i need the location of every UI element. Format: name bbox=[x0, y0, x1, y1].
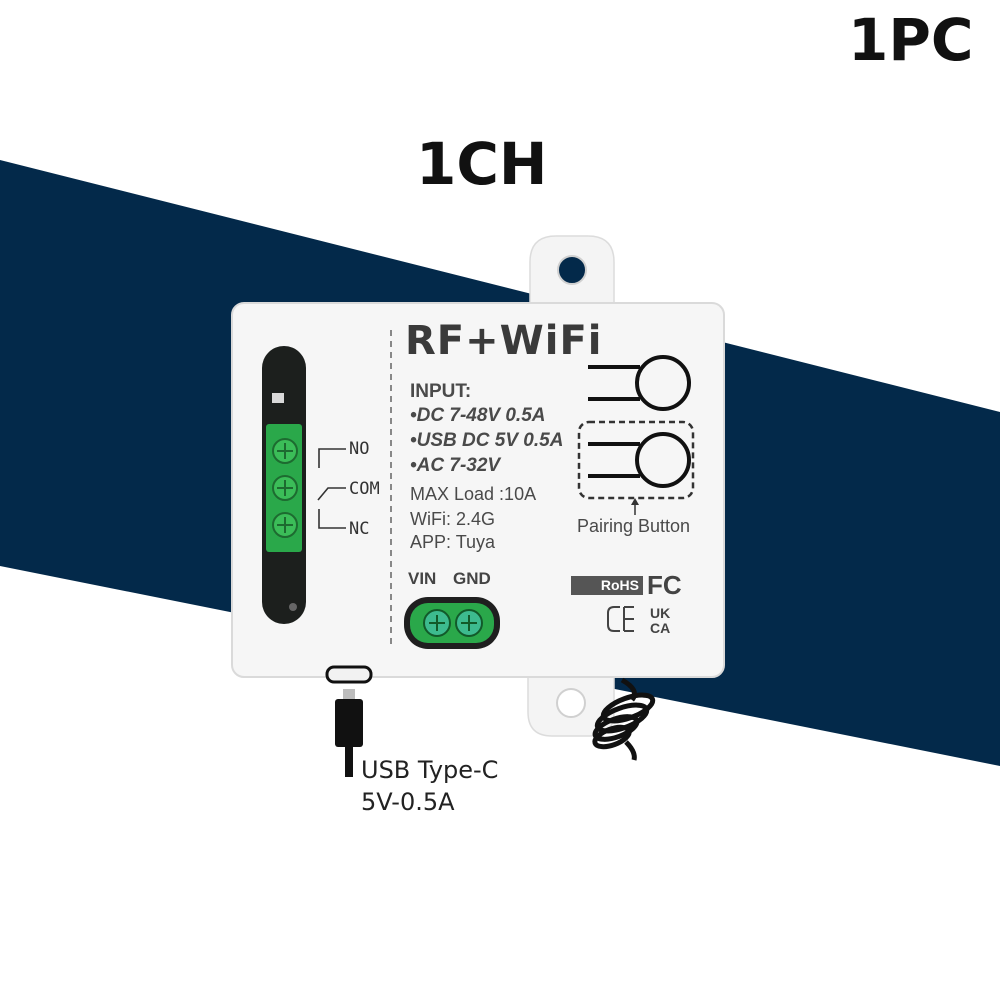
top-mounting-tab bbox=[529, 235, 615, 309]
gnd-terminal-label: GND bbox=[453, 569, 491, 588]
input-spec-ac: •AC 7-32V bbox=[410, 455, 501, 476]
relay-screw-terminal-icon bbox=[272, 438, 298, 538]
pairing-button-label: Pairing Button bbox=[577, 516, 691, 536]
input-heading: INPUT: bbox=[410, 381, 472, 402]
relay-no-label: NO bbox=[349, 439, 370, 459]
antenna-coil-icon bbox=[592, 677, 656, 761]
channel-label: 1CH bbox=[416, 130, 548, 198]
relay-schematic-icon bbox=[317, 448, 346, 529]
device-brand-label: RF+WiFi bbox=[405, 318, 603, 364]
ukca-mark-label: UK CA bbox=[650, 605, 671, 636]
usb-c-plug-icon bbox=[335, 689, 363, 777]
usb-callout-line1: USB Type-C bbox=[361, 756, 499, 784]
input-spec-usb: •USB DC 5V 0.5A bbox=[410, 430, 564, 451]
pcb-window bbox=[262, 346, 306, 624]
wifi-spec: WiFi: 2.4G bbox=[410, 509, 496, 529]
relay-nc-label: NC bbox=[349, 519, 370, 539]
pairing-button-icon bbox=[577, 355, 695, 515]
vin-terminal-label: VIN bbox=[408, 569, 437, 588]
power-screw-terminal-icon bbox=[404, 597, 500, 649]
quantity-label: 1PC bbox=[848, 6, 974, 74]
ce-mark-icon bbox=[607, 606, 634, 632]
rohs-badge: RoHS bbox=[571, 576, 643, 595]
fc-mark-icon: FC bbox=[647, 570, 682, 600]
usb-c-port-icon bbox=[325, 665, 373, 684]
usb-callout-line2: 5V-0.5A bbox=[361, 788, 455, 816]
max-load-spec: MAX Load :10A bbox=[410, 484, 537, 504]
bottom-mounting-tab bbox=[527, 669, 615, 737]
app-spec: APP: Tuya bbox=[410, 532, 496, 552]
relay-com-label: COM bbox=[349, 479, 380, 499]
input-spec-dc: •DC 7-48V 0.5A bbox=[410, 405, 546, 426]
